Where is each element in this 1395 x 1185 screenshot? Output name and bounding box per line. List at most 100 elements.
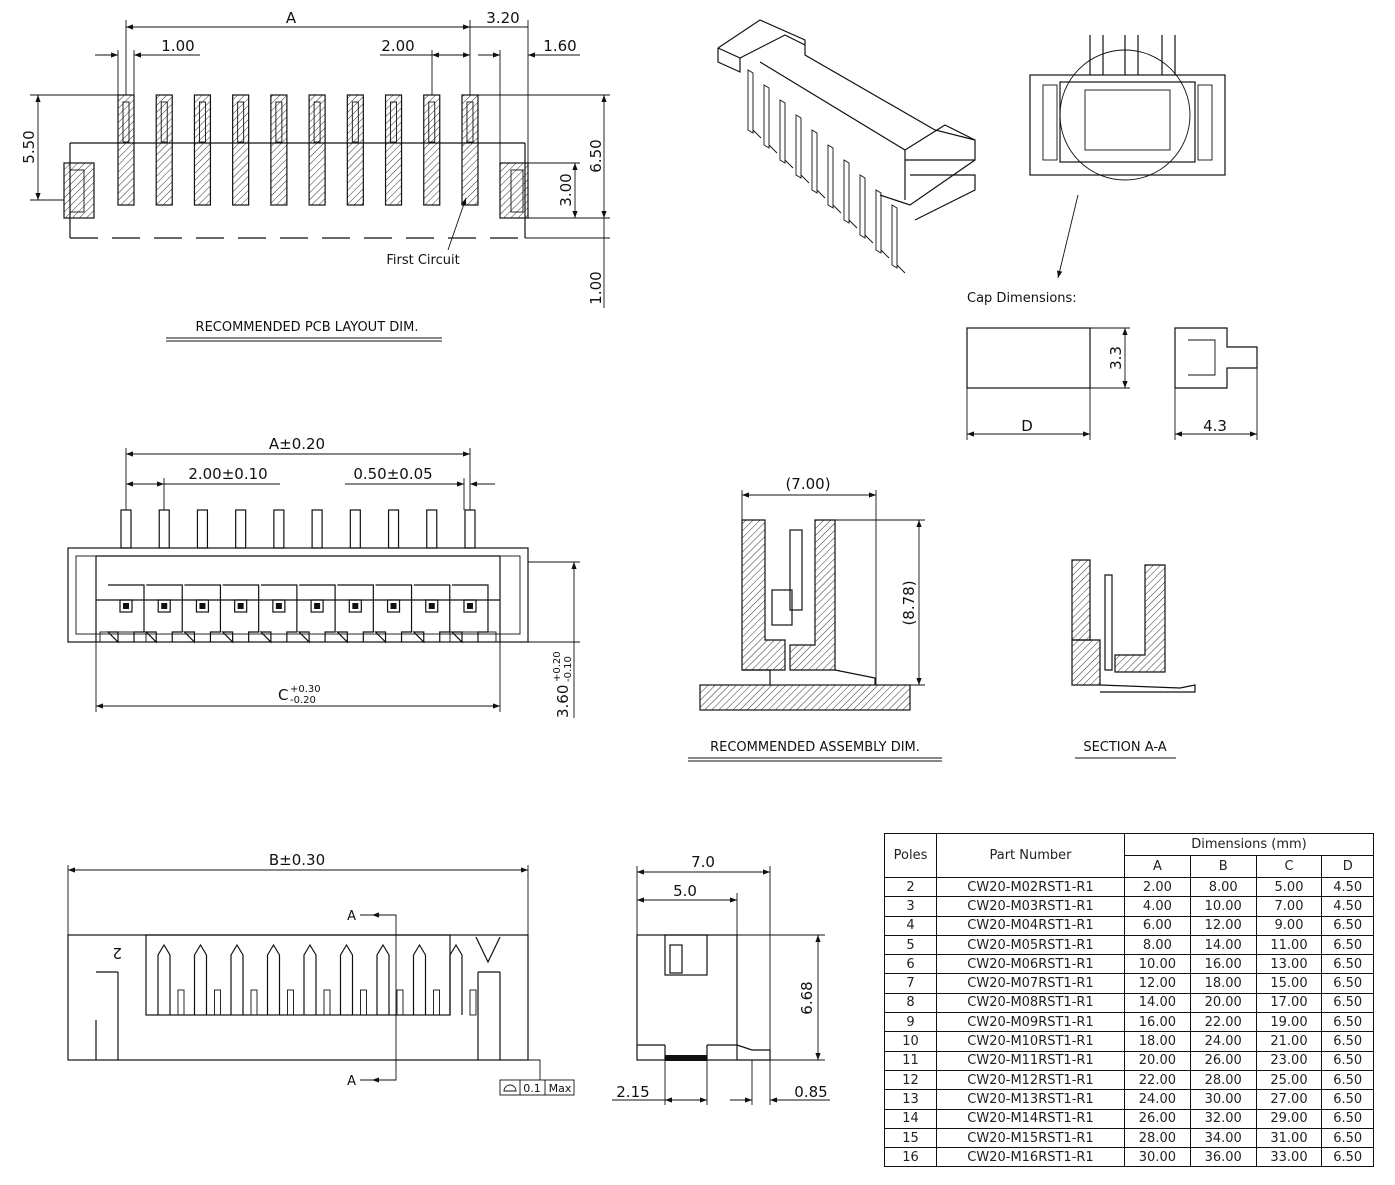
dim-pin-width: 0.50±0.05 (353, 465, 432, 483)
contact (266, 943, 281, 1015)
cell-a: 20.00 (1124, 1050, 1191, 1071)
cell-poles: 6 (884, 954, 937, 975)
cell-b: 30.00 (1189, 1089, 1257, 1110)
cell-c: 23.00 (1255, 1050, 1323, 1071)
first-circuit-label: First Circuit (386, 253, 459, 268)
cell-poles: 16 (884, 1147, 937, 1168)
header-poles: Poles (884, 833, 937, 878)
dim-h: 3.60 (554, 685, 572, 718)
cell-a: 8.00 (1124, 934, 1191, 956)
iso-contact (763, 84, 778, 154)
dim-c-tol-plus: +0.30 (290, 684, 321, 695)
cell-d: 6.50 (1321, 1089, 1374, 1110)
iso-contact (811, 129, 826, 199)
cell-part-number: CW20-M13RST1-R1 (936, 1089, 1125, 1110)
cell-c: 7.00 (1255, 896, 1323, 917)
isometric-view (717, 19, 976, 274)
cell-c: 9.00 (1255, 915, 1323, 936)
pcb-layout-caption: RECOMMENDED PCB LAYOUT DIM. (196, 320, 419, 335)
cell-b: 10.00 (1189, 896, 1257, 917)
pcb-pad (117, 94, 135, 206)
pcb-pad (232, 94, 250, 206)
cell-a: 6.00 (1124, 915, 1191, 936)
section-caption: SECTION A-A (1083, 740, 1166, 755)
cell-part-number: CW20-M06RST1-R1 (936, 954, 1125, 975)
cell-a: 12.00 (1124, 973, 1191, 994)
cell-c: 27.00 (1255, 1089, 1323, 1110)
assembly-view: (7.00) (8.78) RECOMMENDED ASSEMBLY DIM. … (688, 475, 1196, 762)
cell-poles: 15 (884, 1127, 937, 1149)
cell-part-number: CW20-M04RST1-R1 (936, 915, 1125, 936)
cell-b: 20.00 (1189, 992, 1257, 1014)
cell-c: 33.00 (1255, 1147, 1323, 1168)
cell-poles: 14 (884, 1108, 937, 1129)
pcb-pad (155, 94, 173, 206)
pcb-pad (308, 94, 326, 206)
dim-8-78: (8.78) (900, 580, 918, 625)
cell-poles: 9 (884, 1012, 937, 1033)
dim-3-00: 3.00 (557, 173, 575, 206)
top-view: A±0.20 2.00±0.10 0.50±0.05 C +0.30 -0.20… (67, 435, 580, 718)
cell-poles: 13 (884, 1089, 937, 1110)
cell-c: 25.00 (1255, 1069, 1323, 1091)
cell-d: 4.50 (1321, 896, 1374, 917)
cell-poles: 7 (884, 973, 937, 994)
dim-d: D (1021, 417, 1033, 435)
pcb-pad (423, 94, 441, 206)
cell-c: 17.00 (1255, 992, 1323, 1014)
contact (230, 943, 244, 1015)
iso-contact (827, 144, 842, 214)
pin (235, 509, 247, 549)
cell-c: 31.00 (1255, 1127, 1323, 1149)
cell-c: 15.00 (1255, 973, 1323, 994)
section-mark-top: A (347, 909, 356, 924)
pcb-pad (461, 94, 479, 206)
iso-contact (747, 69, 762, 139)
cell-poles: 5 (884, 934, 937, 956)
pin (464, 509, 476, 549)
flatness-value: 0.1 (523, 1082, 541, 1095)
mount-pad-left (63, 162, 95, 219)
cell-d: 6.50 (1321, 1031, 1374, 1052)
dimensions-table: Poles Part Number Dimensions (mm) A B C … (884, 833, 1374, 1168)
cell-b: 12.00 (1189, 915, 1257, 936)
cell-b: 16.00 (1189, 954, 1257, 975)
header-d: D (1321, 855, 1374, 878)
cell-d: 6.50 (1321, 1108, 1374, 1129)
cell-poles: 3 (884, 896, 937, 917)
header-b: B (1189, 855, 1257, 878)
cell-d: 6.50 (1321, 1069, 1374, 1091)
front-detail-view (1029, 35, 1226, 279)
dim-2-15: 2.15 (616, 1083, 649, 1101)
cell-poles: 12 (884, 1069, 937, 1091)
cell-d: 6.50 (1321, 954, 1374, 975)
header-dimensions: Dimensions (mm) (1124, 833, 1374, 856)
pin (196, 509, 209, 549)
cell-d: 6.50 (1321, 934, 1374, 956)
pin-number: 2 (112, 944, 122, 962)
dim-c: C (278, 686, 288, 704)
front-view: B±0.30 A A 2 0.1 Max (67, 851, 575, 1096)
cell-poles: 10 (884, 1031, 937, 1052)
mount-pad-right (499, 162, 529, 219)
cell-b: 34.00 (1189, 1127, 1257, 1149)
cell-a: 2.00 (1124, 876, 1191, 898)
dim-1-00-side: 1.00 (587, 271, 605, 304)
cell-part-number: CW20-M12RST1-R1 (936, 1069, 1125, 1091)
pcb-pad (193, 94, 212, 206)
cell-poles: 2 (884, 876, 937, 898)
pcb-pad (270, 94, 288, 206)
cell-a: 26.00 (1124, 1108, 1191, 1129)
pin (120, 509, 132, 549)
contact (449, 943, 463, 1015)
cell-a: 28.00 (1124, 1127, 1191, 1149)
